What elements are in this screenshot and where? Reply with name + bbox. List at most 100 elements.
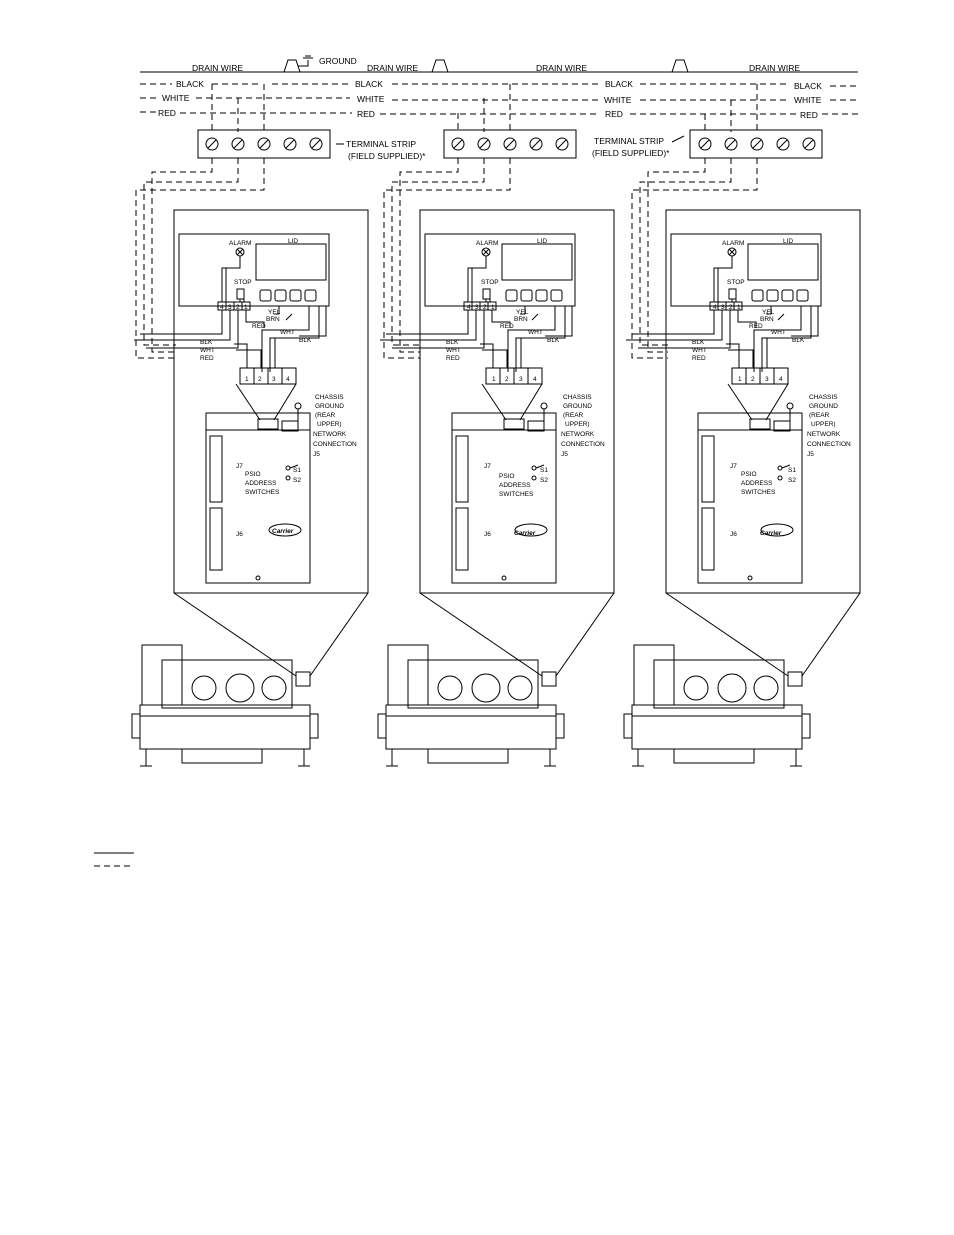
chiller-unit-2 [377, 209, 615, 767]
white-wire-label: WHITE [794, 95, 822, 105]
s2-label: S2 [540, 477, 548, 484]
terminal-strip-3 [689, 129, 823, 159]
switches-label: SWITCHES [245, 489, 280, 496]
network-connection-label: CONNECTION [807, 441, 851, 448]
red-label: RED [692, 355, 706, 362]
pin-label: 2 [483, 304, 487, 311]
pin-label: 2 [236, 304, 240, 311]
terminal-strip-sublabel: (FIELD SUPPLIED)* [592, 148, 670, 158]
chassis-ground-label: (REAR [809, 412, 830, 419]
ground-label: GROUND [319, 56, 357, 66]
chiller-unit-3 [623, 209, 861, 767]
brn-label: BRN [266, 316, 280, 323]
chassis-ground-label: UPPER) [317, 421, 342, 428]
terminal-strip-label: TERMINAL STRIP [346, 139, 416, 149]
black-wire-label: BLACK [794, 81, 822, 91]
legend [94, 852, 134, 867]
drain-wire-label: DRAIN WIRE [749, 63, 800, 73]
red-label: RED [500, 323, 514, 330]
wht-label: WHT [446, 347, 461, 354]
drain-wire-label: DRAIN WIRE [367, 63, 418, 73]
pin-label: 4 [713, 304, 717, 311]
chassis-ground-label: CHASSIS [315, 394, 344, 401]
chassis-ground-label: CHASSIS [809, 394, 838, 401]
network-connection-label: J5 [807, 451, 814, 458]
red-wire-label: RED [800, 110, 818, 120]
connector-pin: 4 [779, 376, 783, 383]
communication-bus: DRAIN WIRE GROUND DRAIN WIRE DRAIN WIRE … [140, 55, 858, 132]
j6-label: J6 [484, 531, 491, 538]
connector-pin: 3 [519, 376, 523, 383]
blk-label: BLK [299, 337, 312, 344]
chiller-unit-1 [131, 209, 369, 767]
network-connection-label: CONNECTION [313, 441, 357, 448]
network-connection-label: CONNECTION [561, 441, 605, 448]
network-connection-label: NETWORK [807, 431, 841, 438]
chassis-ground-label: UPPER) [811, 421, 836, 428]
lid-label: LID [288, 238, 298, 245]
pin-label: 3 [721, 304, 725, 311]
blk-label: BLK [792, 337, 805, 344]
terminal-strip-1 [197, 129, 331, 159]
address-label: ADDRESS [741, 480, 773, 487]
stop-label: STOP [234, 279, 252, 286]
connector-pin: 3 [272, 376, 276, 383]
wht-label: WHT [528, 329, 543, 336]
unit-1-labels: ALARM LID STOP 4 3 2 1 YEL BRN RED WHT B… [200, 238, 357, 538]
blk-label: BLK [446, 339, 459, 346]
stop-label: STOP [727, 279, 745, 286]
blk-label: BLK [200, 339, 213, 346]
psio-label: PSIO [499, 473, 515, 480]
chassis-ground-label: (REAR [563, 412, 584, 419]
pin-label: 3 [228, 304, 232, 311]
red-label: RED [200, 355, 214, 362]
chassis-ground-label: (REAR [315, 412, 336, 419]
connector-pin: 1 [492, 376, 496, 383]
stop-label: STOP [481, 279, 499, 286]
black-wire-label: BLACK [605, 79, 633, 89]
white-wire-label: WHITE [357, 94, 385, 104]
j7-label: J7 [730, 463, 737, 470]
chassis-ground-label: UPPER) [565, 421, 590, 428]
connector-pin: 1 [738, 376, 742, 383]
alarm-label: ALARM [476, 240, 498, 247]
terminal-strip-label: TERMINAL STRIP [594, 136, 664, 146]
network-connection-label: J5 [313, 451, 320, 458]
yel-label: YEL [762, 309, 775, 316]
switches-label: SWITCHES [499, 491, 534, 498]
alarm-label: ALARM [229, 240, 251, 247]
chassis-ground-label: GROUND [809, 403, 838, 410]
network-connection-label: NETWORK [561, 431, 595, 438]
connector-pin: 2 [258, 376, 262, 383]
black-wire-label: BLACK [355, 79, 383, 89]
red-wire-label: RED [158, 108, 176, 118]
connector-pin: 4 [533, 376, 537, 383]
yel-label: YEL [516, 309, 529, 316]
pin-label: 1 [737, 304, 741, 311]
pin-label: 2 [729, 304, 733, 311]
pin-label: 3 [475, 304, 479, 311]
pin-label: 4 [220, 304, 224, 311]
network-connection-label: J5 [561, 451, 568, 458]
psio-label: PSIO [741, 471, 757, 478]
wht-label: WHT [200, 347, 215, 354]
carrier-logo: Carrier [760, 530, 782, 537]
connector-pin: 4 [286, 376, 290, 383]
address-label: ADDRESS [499, 482, 531, 489]
white-wire-label: WHITE [604, 95, 632, 105]
black-wire-label: BLACK [176, 79, 204, 89]
network-connection-label: NETWORK [313, 431, 347, 438]
blk-label: BLK [547, 337, 560, 344]
red-wire-label: RED [357, 109, 375, 119]
terminal-strip-2 [443, 129, 577, 159]
pin-label: 1 [244, 304, 248, 311]
red-wire-label: RED [605, 109, 623, 119]
red-label: RED [252, 323, 266, 330]
chassis-ground-label: GROUND [563, 403, 592, 410]
connector-pin: 2 [751, 376, 755, 383]
ground-symbol-icon [298, 55, 313, 67]
address-label: ADDRESS [245, 480, 277, 487]
s2-label: S2 [788, 477, 796, 484]
s1-label: S1 [293, 467, 301, 474]
